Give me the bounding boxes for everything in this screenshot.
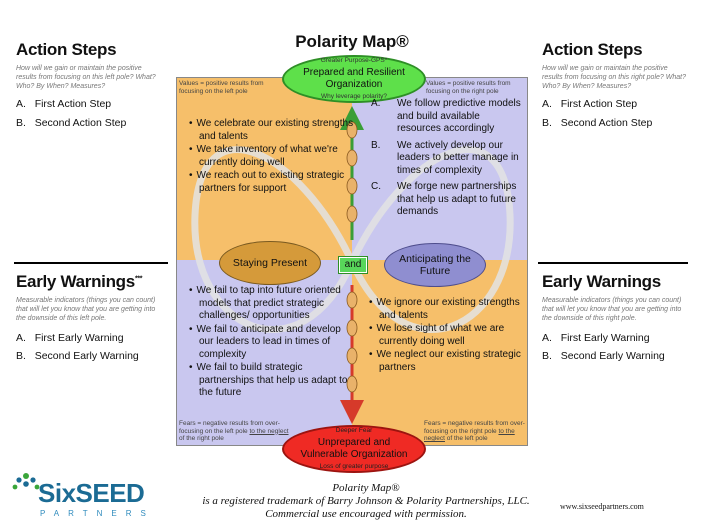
list-item: We lose sight of what we are currently d… [377, 323, 534, 348]
left-pole-oval: Staying Present [219, 241, 321, 285]
values-note-right: Values = positive results from focusing … [426, 80, 511, 95]
left-action-item-b: B. Second Action Step [16, 117, 127, 129]
list-item: We reach out to existing strategic partn… [197, 170, 354, 195]
left-warn-title: Early Warnings*** [16, 272, 143, 291]
values-note-left: Values = positive results from focusing … [179, 80, 264, 95]
trademark-line-2: is a registered trademark of Barry Johns… [202, 495, 530, 507]
deeper-fear-oval: Deeper Fear Unprepared and Vulnerable Or… [282, 425, 426, 473]
right-divider [538, 262, 688, 264]
greater-purpose-small: Greater Purpose-GPS* [320, 57, 388, 64]
greater-purpose-question: Why leverage polarity? [320, 93, 388, 100]
right-warn-item-b: B. Second Early Warning [542, 350, 665, 362]
logo-subtitle: PARTNERS [40, 509, 155, 518]
left-action-title: Action Steps [16, 40, 117, 59]
upper-right-list: A.We follow predictive models and build … [371, 98, 521, 219]
left-pole-label: Staying Present [232, 257, 308, 269]
right-warn-note: Measurable indicators (things you can co… [542, 297, 682, 322]
fears-note-right: Fears = negative results from over-focus… [424, 420, 525, 442]
sixseed-logo-icon [12, 473, 40, 490]
list-item: We fail to tap into future oriented mode… [197, 285, 354, 323]
trademark-line-1: Polarity Map® [332, 482, 400, 494]
list-item: B.We actively develop our leaders to bet… [371, 139, 519, 176]
deeper-fear-loss: Loss of greater purpose [319, 463, 389, 470]
right-warn-title: Early Warnings [542, 272, 661, 291]
right-warn-item-a: A. First Early Warning [542, 332, 650, 344]
list-item: We ignore our existing strengths and tal… [377, 297, 534, 322]
left-action-item-a: A. First Action Step [16, 98, 112, 110]
right-pole-oval: Anticipating the Future [384, 243, 486, 287]
website-link[interactable]: www.sixseedpartners.com [560, 502, 644, 511]
greater-purpose-label: Prepared and Resilient Organization [303, 67, 405, 90]
list-item: C.We forge new partnerships that help us… [371, 181, 517, 217]
right-action-note: How will we gain or maintain the positiv… [542, 65, 686, 90]
trademark-line-3: Commercial use encouraged with permissio… [265, 508, 467, 520]
list-item: A.We follow predictive models and build … [371, 98, 521, 134]
list-item: We celebrate our existing strengths and … [197, 118, 354, 143]
right-action-item-b: B. Second Action Step [542, 117, 653, 129]
list-item: We fail to build strategic partnerships … [197, 362, 354, 400]
list-item: We fail to anticipate and develop our le… [197, 324, 354, 362]
left-warn-item-a: A. First Early Warning [16, 332, 124, 344]
list-item: We take inventory of what we're currentl… [197, 144, 354, 169]
left-warn-note: Measurable indicators (things you can co… [16, 297, 156, 322]
logo-wordmark: SixSEED [38, 478, 145, 508]
lower-left-list: We fail to tap into future oriented mode… [187, 285, 354, 401]
and-box: and [338, 256, 368, 274]
right-action-item-a: A. First Action Step [542, 98, 638, 110]
deeper-fear-small: Deeper Fear [335, 427, 373, 434]
right-action-title: Action Steps [542, 40, 643, 59]
right-pole-label: Anticipating the Future [399, 253, 471, 277]
map-title: Polarity Map® [295, 32, 409, 51]
deeper-fear-label: Unprepared and Vulnerable Organization [300, 437, 408, 460]
trademark-notice: Polarity Map® is a registered trademark … [176, 482, 556, 521]
fears-note-left: Fears = negative results from over-focus… [179, 420, 289, 442]
upper-left-list: We celebrate our existing strengths and … [187, 118, 354, 196]
left-warn-item-b: B. Second Early Warning [16, 350, 139, 362]
greater-purpose-oval: Greater Purpose-GPS* Prepared and Resili… [282, 55, 426, 103]
left-action-note: How will we gain or maintain the positiv… [16, 65, 156, 90]
left-divider [14, 262, 168, 264]
lower-right-list: We ignore our existing strengths and tal… [367, 297, 534, 375]
list-item: We neglect our existing strategic partne… [377, 349, 534, 374]
